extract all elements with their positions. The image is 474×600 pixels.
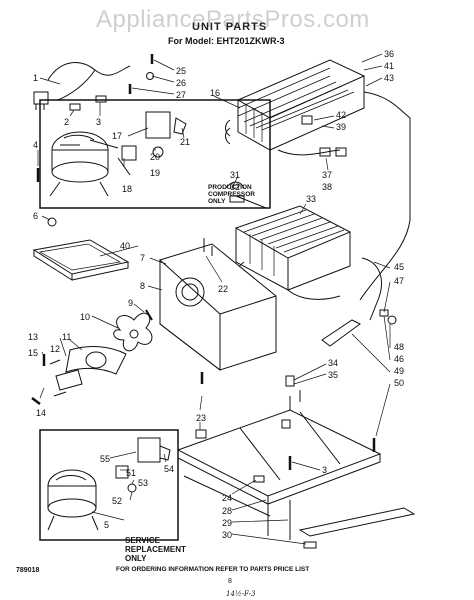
callout-14: 14 bbox=[36, 408, 46, 418]
callout-24: 24 bbox=[222, 493, 232, 503]
callout-38: 38 bbox=[322, 182, 332, 192]
callout-15: 15 bbox=[28, 348, 38, 358]
callout-20: 20 bbox=[150, 152, 160, 162]
document-number: 789018 bbox=[16, 567, 40, 574]
callout-13: 13 bbox=[28, 332, 38, 342]
fan-shroud-bracket-drawing bbox=[159, 238, 277, 372]
unit-frame-drawing bbox=[176, 390, 416, 540]
callout-55: 55 bbox=[100, 454, 110, 464]
callout-39: 39 bbox=[336, 122, 346, 132]
service-compressor-box bbox=[39, 429, 179, 541]
callout-49: 49 bbox=[394, 366, 404, 376]
service-compressor-drawing bbox=[47, 469, 99, 531]
callout-3-frame: 3 bbox=[322, 465, 327, 475]
callout-37: 37 bbox=[322, 170, 332, 180]
callout-51: 51 bbox=[126, 468, 136, 478]
callout-43: 43 bbox=[384, 73, 394, 83]
callout-numbers: 1 2 3 4 6 7 8 9 10 11 12 13 14 15 16 17 … bbox=[28, 49, 404, 540]
power-cord-drawing bbox=[33, 62, 131, 110]
callout-6: 6 bbox=[33, 211, 38, 221]
callout-54: 54 bbox=[164, 464, 174, 474]
callout-35: 35 bbox=[328, 370, 338, 380]
callout-26: 26 bbox=[176, 78, 186, 88]
callout-33: 33 bbox=[306, 194, 316, 204]
callout-5: 5 bbox=[104, 520, 109, 530]
callout-7: 7 bbox=[140, 253, 145, 263]
callout-36: 36 bbox=[384, 49, 394, 59]
production-compressor-drawing bbox=[49, 131, 119, 197]
callout-4: 4 bbox=[33, 140, 38, 150]
callout-2: 2 bbox=[64, 117, 69, 127]
ordering-information-note: FOR ORDERING INFORMATION REFER TO PARTS … bbox=[116, 566, 310, 573]
callout-40: 40 bbox=[120, 241, 130, 251]
callout-52: 52 bbox=[112, 496, 122, 506]
site-watermark: AppliancePartsPros.com bbox=[96, 6, 370, 33]
callout-1: 1 bbox=[33, 73, 38, 83]
callout-3: 3 bbox=[96, 117, 101, 127]
callout-34: 34 bbox=[328, 358, 338, 368]
callout-53: 53 bbox=[138, 478, 148, 488]
callout-9: 9 bbox=[128, 298, 133, 308]
callout-21: 21 bbox=[180, 137, 190, 147]
handwritten-reference: 14½-F-3 bbox=[226, 590, 256, 598]
diagram-title: UNIT PARTS bbox=[192, 21, 268, 33]
callout-16: 16 bbox=[210, 88, 220, 98]
evaporator-coil-drawing bbox=[234, 205, 352, 300]
callout-11: 11 bbox=[62, 332, 71, 342]
callout-29: 29 bbox=[222, 518, 232, 528]
callout-25: 25 bbox=[176, 66, 186, 76]
callout-22: 22 bbox=[218, 284, 228, 294]
callout-17: 17 bbox=[112, 131, 122, 141]
drain-pan-drawing bbox=[32, 239, 130, 281]
fan-motor-assembly-drawing bbox=[49, 309, 153, 397]
service-replacement-note: SERVICE REPLACEMENT ONLY bbox=[125, 536, 186, 563]
condenser-coil-drawing bbox=[225, 59, 411, 301]
callout-30: 30 bbox=[222, 530, 232, 540]
callout-8: 8 bbox=[140, 281, 145, 291]
callout-19: 19 bbox=[150, 168, 160, 178]
callout-50: 50 bbox=[394, 378, 404, 388]
callout-32: 32 bbox=[230, 182, 240, 192]
callout-41: 41 bbox=[384, 61, 394, 71]
callout-12: 12 bbox=[50, 344, 60, 354]
callout-23: 23 bbox=[196, 413, 206, 423]
callout-31: 31 bbox=[230, 170, 240, 180]
model-number-line: For Model: EHT201ZKWR-3 bbox=[168, 36, 285, 46]
production-compressor-note: PRODUCTION COMPRESSOR ONLY bbox=[208, 184, 255, 205]
production-compressor-box bbox=[39, 99, 271, 209]
callout-47: 47 bbox=[394, 276, 404, 286]
leader-lines bbox=[37, 53, 391, 545]
page-number: 8 bbox=[228, 578, 232, 585]
callout-18: 18 bbox=[122, 184, 132, 194]
callout-45: 45 bbox=[394, 262, 404, 272]
callout-10: 10 bbox=[80, 312, 90, 322]
callout-48: 48 bbox=[394, 342, 404, 352]
callout-42: 42 bbox=[336, 110, 346, 120]
callout-46: 46 bbox=[394, 354, 404, 364]
callout-28: 28 bbox=[222, 506, 232, 516]
callout-27: 27 bbox=[176, 90, 186, 100]
